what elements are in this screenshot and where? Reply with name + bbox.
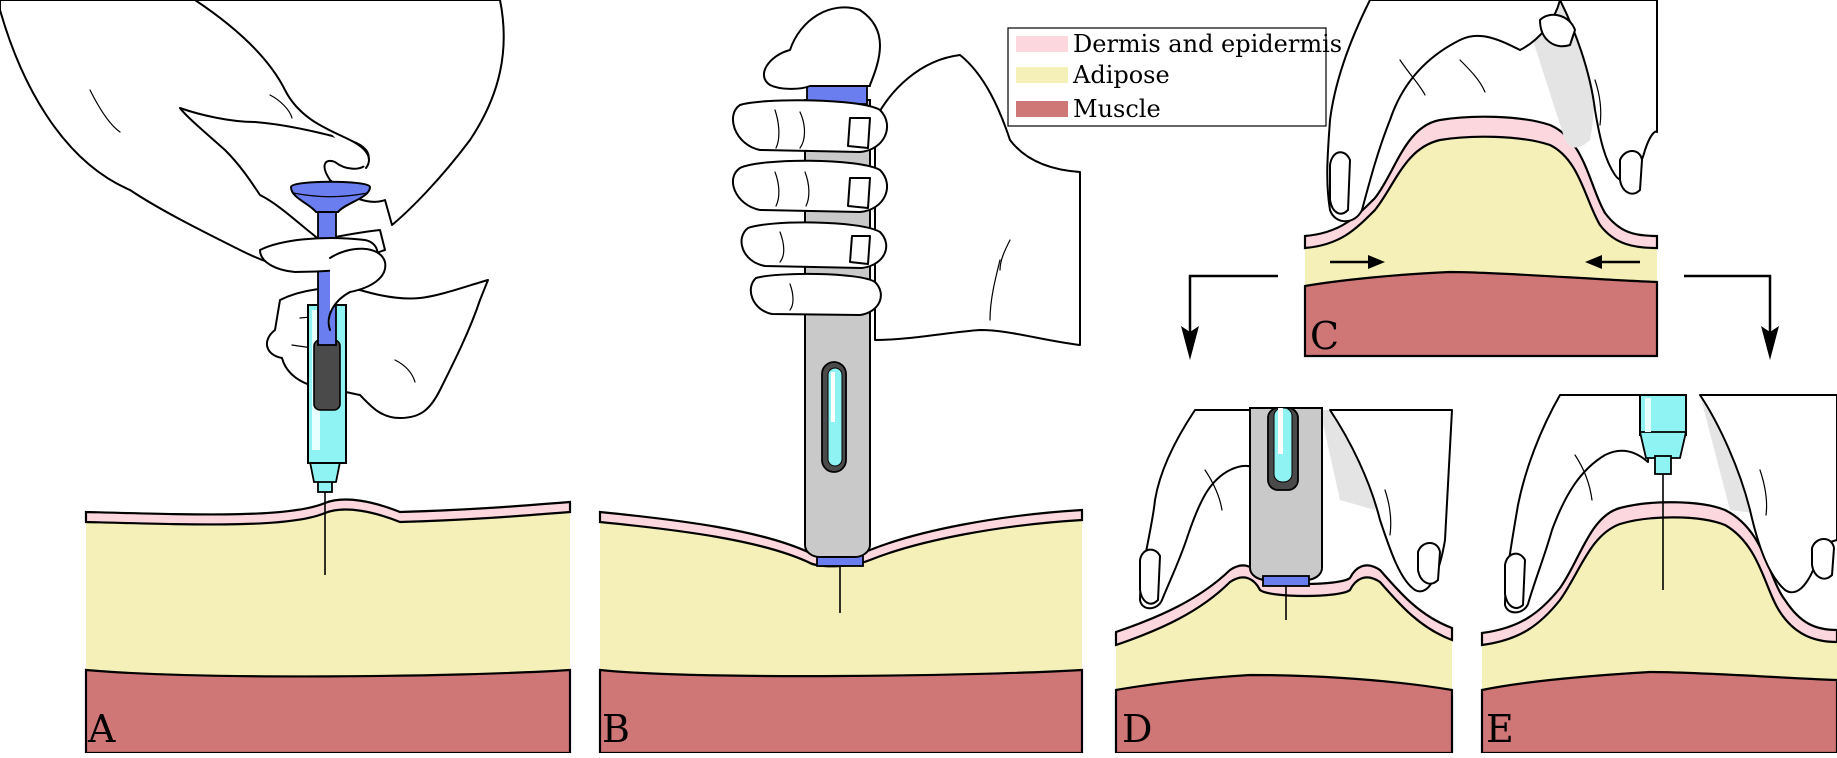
arrow-to-e <box>1684 274 1772 335</box>
panel-d: D <box>1114 407 1454 755</box>
panel-c-muscle <box>1303 270 1659 358</box>
panel-e-adipose <box>1482 517 1837 690</box>
panel-a-index-finger <box>327 247 387 331</box>
panel-b-pen <box>804 83 871 567</box>
panel-e-letter: E <box>1486 707 1514 751</box>
panel-c-adipose <box>1305 136 1657 286</box>
panel-d-letter: D <box>1122 707 1152 751</box>
panel-a-stopper <box>313 339 341 411</box>
panel-a: A <box>0 0 572 755</box>
legend-swatch-muscle <box>1016 101 1068 117</box>
panel-a-hand <box>0 0 505 272</box>
panel-c-finger-left <box>1326 0 1561 223</box>
panel-e: E <box>1480 394 1837 755</box>
panel-d-finger-left <box>1139 409 1269 610</box>
panel-e-finger-left <box>1504 394 1651 614</box>
panel-a-muscle <box>84 668 572 755</box>
panel-b-hand <box>762 6 881 90</box>
panel-b-adipose <box>600 520 1082 677</box>
panel-a-letter: A <box>87 707 116 751</box>
panel-a-thumb <box>194 0 370 169</box>
panel-e-muscle <box>1480 670 1837 755</box>
panel-b: B <box>598 6 1084 755</box>
panel-b-skin <box>598 508 1084 568</box>
panel-b-finger-4 <box>749 272 882 316</box>
arrow-to-d <box>1188 274 1278 335</box>
panel-b-palm <box>874 54 1081 346</box>
panel-d-pen <box>1249 407 1323 620</box>
panel-c: C <box>1303 0 1659 358</box>
panel-a-skin <box>84 498 572 526</box>
panel-a-adipose <box>86 509 570 677</box>
panel-c-letter: C <box>1310 314 1339 358</box>
panel-c-finger-right <box>1559 0 1658 182</box>
legend-swatch-dermis <box>1016 36 1068 52</box>
panel-b-letter: B <box>602 707 630 751</box>
panel-e-skin <box>1480 501 1837 647</box>
panel-a-lower-hand <box>266 279 489 419</box>
legend-swatch-adipose <box>1016 67 1068 83</box>
flow-arrows <box>1181 274 1779 360</box>
panel-b-muscle <box>598 668 1084 755</box>
legend-label-muscle: Muscle <box>1073 95 1161 123</box>
panel-d-adipose <box>1116 577 1452 690</box>
panel-c-compress-arrows <box>1330 255 1640 269</box>
legend: Dermis and epidermis Adipose Muscle <box>1007 27 1342 127</box>
legend-label-dermis: Dermis and epidermis <box>1073 30 1342 58</box>
legend-label-adipose: Adipose <box>1072 61 1170 89</box>
panel-c-skin <box>1303 115 1659 250</box>
panel-d-muscle <box>1114 673 1454 755</box>
panel-e-syringe <box>1638 394 1688 590</box>
